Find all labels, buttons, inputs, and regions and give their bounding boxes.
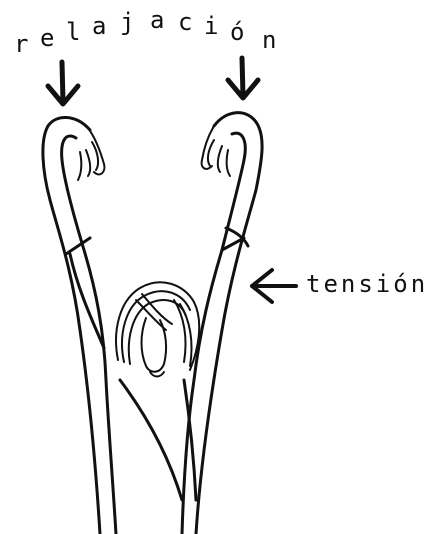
label-letter: a [150, 6, 164, 34]
left-hand [78, 128, 104, 180]
left-arrow-icon [252, 270, 296, 302]
tension-label: tensión [306, 270, 428, 298]
right-down-arrow-icon [228, 58, 258, 98]
right-arm [120, 113, 262, 534]
label-letter: i [204, 12, 218, 40]
label-letter: n [262, 26, 276, 54]
label-letter: a [92, 12, 106, 40]
left-down-arrow-icon [48, 62, 78, 104]
label-letter: ó [230, 18, 244, 46]
left-arm [43, 117, 116, 534]
label-letter: j [120, 8, 134, 36]
relaxation-label: r e l a j a c i ó n [14, 6, 276, 58]
label-letter: l [66, 18, 80, 46]
head-hair [116, 282, 199, 376]
label-letter: r [14, 30, 28, 58]
right-hand [202, 126, 230, 176]
label-letter: c [178, 8, 192, 36]
label-letter: e [40, 24, 54, 52]
